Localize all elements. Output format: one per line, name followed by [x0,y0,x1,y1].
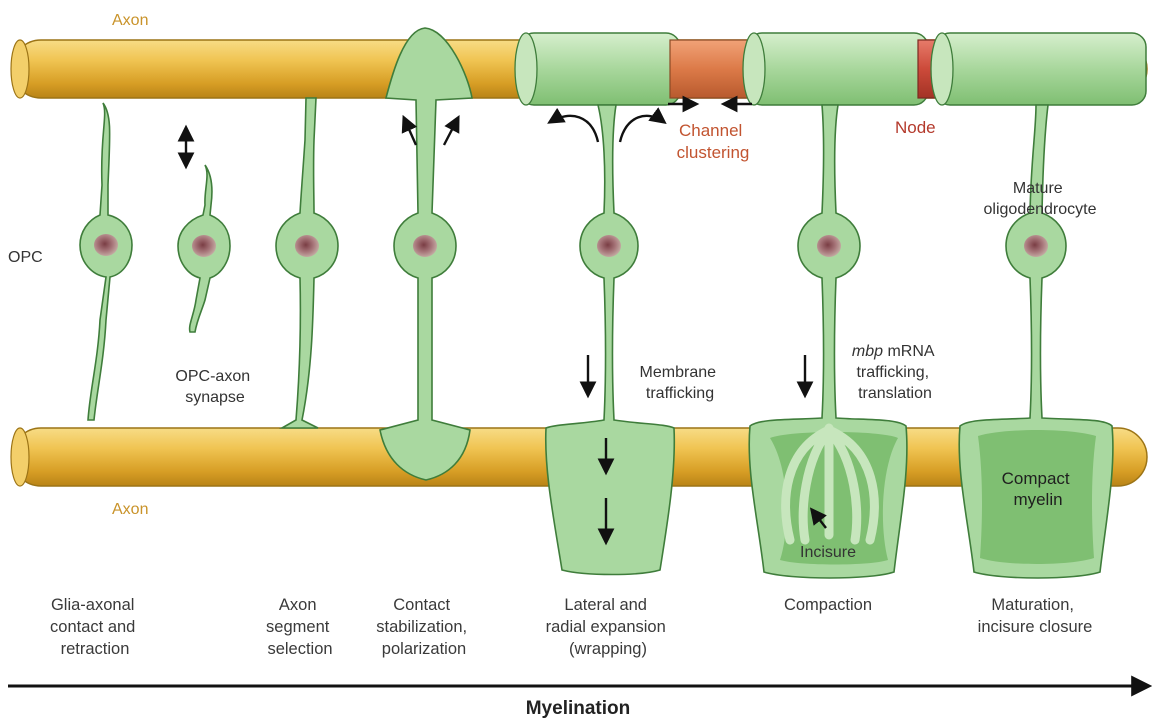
axon-label-bottom: Axon [112,501,148,518]
axon-label-top: Axon [112,12,148,29]
stage-label-expansion: Lateral and radial expansion (wrapping) [546,596,671,658]
nuclei [94,234,1048,257]
stage-label-glia-axonal: Glia-axonal contact and retraction [50,596,140,658]
channel-clustering-label: Channel clustering [677,121,750,162]
membrane-trafficking-label: Membrane trafficking [640,364,721,402]
myelination-axis-title: Myelination [526,698,631,719]
cell-stage-1 [80,103,132,420]
opc-label: OPC [8,249,43,266]
cell-stage-3 [276,98,338,428]
opc-axon-synapse-label: OPC-axon synapse [175,368,254,406]
stage-label-contact-stabilization: Contact stabilization, polarization [376,596,471,658]
stage-label-segment-selection: Axon segment selection [266,596,334,658]
node-label: Node [895,118,936,137]
stage-label-maturation: Maturation, incisure closure [978,596,1093,636]
cell-stage-5 [546,105,675,575]
mbp-trafficking-label: mbp mRNA trafficking, translation [852,343,938,402]
top-myelin-sheath [515,33,1146,105]
cell-stage-6 [749,105,907,578]
stage-label-compaction: Compaction [784,596,872,614]
incisure-label: Incisure [800,544,856,561]
